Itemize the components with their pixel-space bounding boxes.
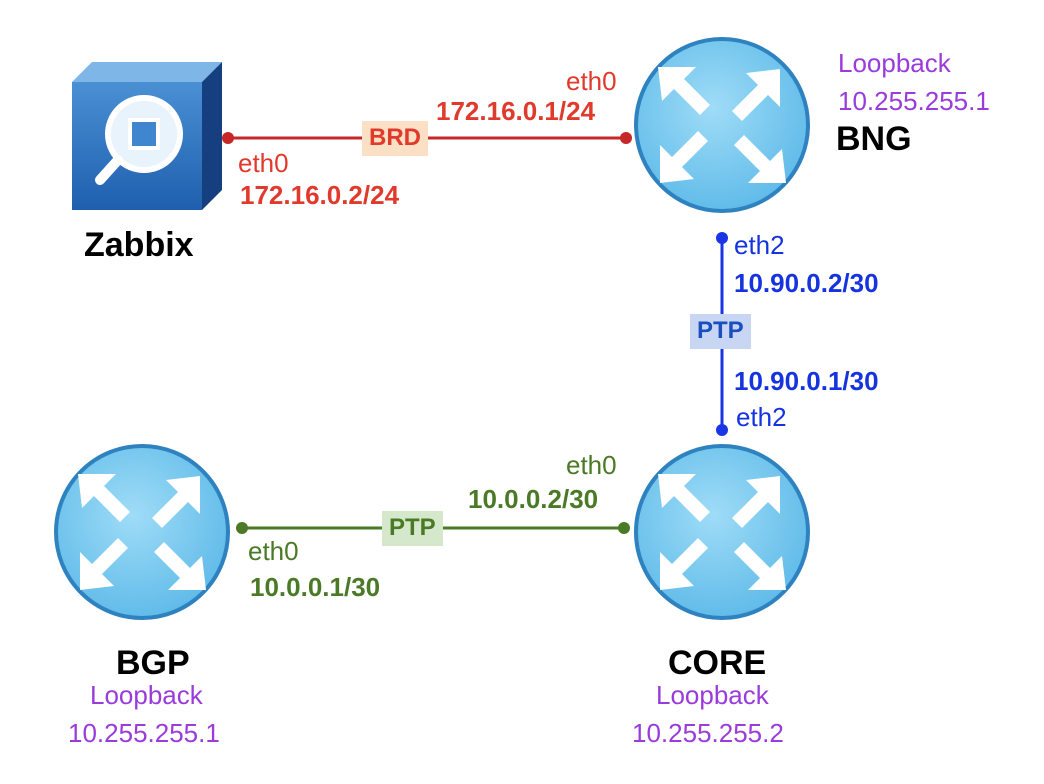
link-tag-ptp-bgp-core: PTP bbox=[382, 511, 443, 546]
bng-eth0-interface: eth0 bbox=[566, 66, 617, 96]
node-name-bgp: BGP bbox=[116, 644, 190, 682]
router-arrows-icon bbox=[54, 444, 230, 620]
node-name-core: CORE bbox=[668, 644, 767, 682]
node-name-bng: BNG bbox=[836, 120, 912, 158]
server-magnifier-icon bbox=[72, 62, 222, 210]
core-eth2-ip: 10.90.0.1/30 bbox=[734, 366, 879, 396]
node-name-zabbix: Zabbix bbox=[84, 226, 194, 264]
core-eth0-interface: eth0 bbox=[566, 450, 617, 480]
port-dot bbox=[222, 132, 234, 144]
bgp-eth0-interface: eth0 bbox=[248, 536, 299, 566]
core-loopback-ip: 10.255.255.2 bbox=[632, 718, 784, 748]
router-arrows-icon bbox=[634, 37, 810, 213]
core-loopback-label: Loopback bbox=[656, 680, 769, 710]
zabbix-ip: 172.16.0.2/24 bbox=[240, 180, 400, 210]
port-dot bbox=[236, 522, 248, 534]
bgp-eth0-ip: 10.0.0.1/30 bbox=[250, 572, 381, 602]
port-dot bbox=[620, 132, 632, 144]
zabbix-interface: eth0 bbox=[238, 148, 289, 178]
bng-eth2-ip: 10.90.0.2/30 bbox=[734, 268, 879, 298]
bng-loopback-label: Loopback bbox=[838, 48, 951, 78]
core-eth0-ip: 10.0.0.2/30 bbox=[468, 484, 599, 514]
bng-eth2-interface: eth2 bbox=[734, 230, 785, 260]
bgp-loopback-label: Loopback bbox=[90, 680, 203, 710]
core-eth2-interface: eth2 bbox=[736, 402, 787, 432]
port-dot bbox=[618, 522, 630, 534]
port-dot bbox=[716, 424, 728, 436]
router-arrows-icon bbox=[634, 444, 810, 620]
bng-eth0-ip: 172.16.0.1/24 bbox=[436, 96, 596, 126]
port-dot bbox=[716, 232, 728, 244]
link-tag-ptp-bng-core: PTP bbox=[690, 314, 751, 349]
bgp-loopback-ip: 10.255.255.1 bbox=[68, 718, 220, 748]
link-tag-brd: BRD bbox=[362, 121, 428, 156]
bng-loopback-ip: 10.255.255.1 bbox=[838, 86, 990, 116]
